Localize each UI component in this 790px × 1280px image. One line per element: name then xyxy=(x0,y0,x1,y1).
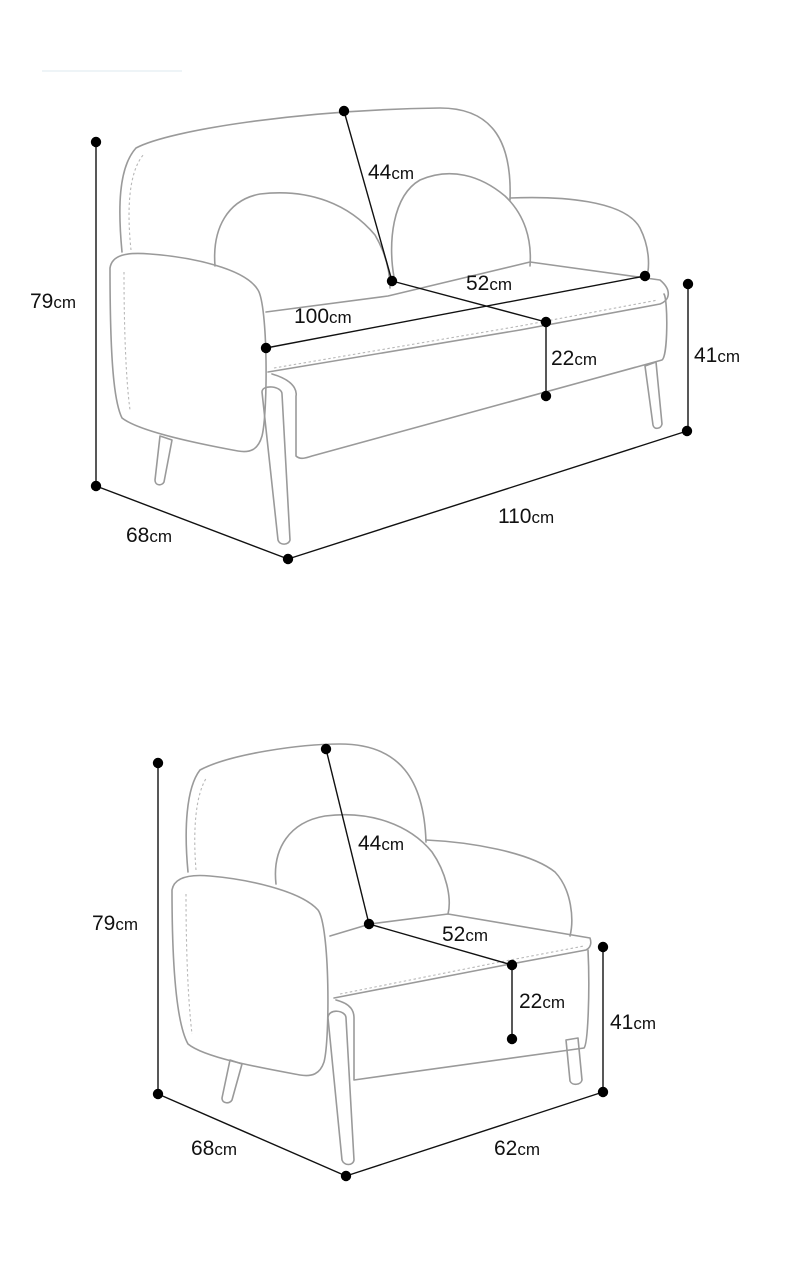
armchair-width-label: 62cm xyxy=(494,1137,540,1160)
armchair-seat xyxy=(329,913,592,999)
armchair-illustration xyxy=(171,743,592,1166)
armchair-cushion-label: 22cm xyxy=(519,990,565,1013)
loveseat-back-cushion-right xyxy=(390,172,532,278)
armchair-diagram: 79cm 44cm 52cm 22cm 41cm 62cm 68cm xyxy=(92,743,656,1182)
armchair-leg-back-left xyxy=(221,1059,243,1104)
loveseat-backrest-label: 44cm xyxy=(368,161,414,184)
armchair-depth-label: 68cm xyxy=(191,1137,237,1160)
armchair-left-arm xyxy=(171,874,329,1077)
loveseat-dimension-lines xyxy=(90,105,694,565)
armchair-seat-depth-label: 52cm xyxy=(442,923,488,946)
armchair-back-cushion xyxy=(274,813,451,915)
loveseat-seat-depth-label: 52cm xyxy=(466,272,512,295)
loveseat-leg-back-left xyxy=(154,435,173,486)
loveseat-illustration xyxy=(109,107,670,545)
loveseat-back-cushion-left xyxy=(213,192,391,289)
loveseat-seat-height-label: 41cm xyxy=(694,344,740,367)
loveseat-seat-width-label: 100cm xyxy=(294,305,352,328)
armchair-leg-back-right xyxy=(565,1037,583,1086)
loveseat-width-label: 110cm xyxy=(498,505,554,528)
armchair-seat-height-label: 41cm xyxy=(610,1011,656,1034)
loveseat-diagram: 79cm 44cm 52cm 100cm 22cm 41cm 110cm 68c… xyxy=(30,105,740,565)
armchair-leg-front xyxy=(327,1010,355,1166)
loveseat-left-arm xyxy=(109,252,267,453)
armchair-backrest-label: 44cm xyxy=(358,832,404,855)
loveseat-leg-front xyxy=(261,386,291,545)
loveseat-leg-back-right xyxy=(644,361,663,430)
loveseat-depth-label: 68cm xyxy=(126,524,172,547)
loveseat-right-arm xyxy=(509,196,650,281)
loveseat-height-label: 79cm xyxy=(30,290,76,313)
armchair-dimension-lines xyxy=(152,743,609,1182)
loveseat-cushion-label: 22cm xyxy=(551,347,597,370)
armchair-backrest xyxy=(185,743,427,873)
loveseat-backrest xyxy=(119,107,511,253)
loveseat-seat xyxy=(265,261,670,373)
armchair-height-label: 79cm xyxy=(92,912,138,935)
armchair-right-arm xyxy=(425,839,573,937)
